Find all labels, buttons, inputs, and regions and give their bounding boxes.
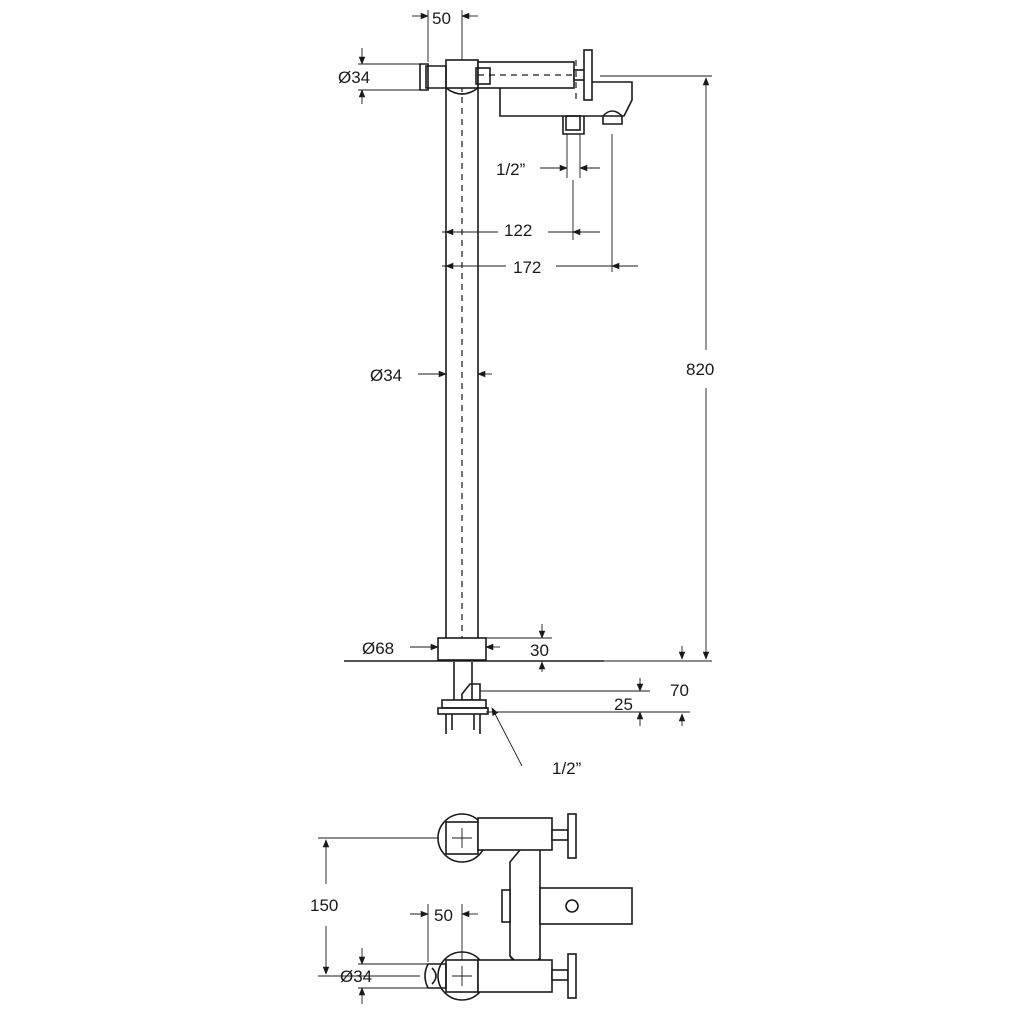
dim-offset-172-label: 172 [513,258,541,277]
dim-base-height: 30 [486,624,552,672]
dim-top-diameter-label: Ø34 [338,68,370,87]
below-floor-fitting [437,662,489,734]
dim-height-820: 820 [600,75,714,662]
dim-top-width-label: 50 [432,9,451,28]
vertical-pipe [445,64,479,640]
dim-inlet-top: 1/2” [496,134,600,179]
dim-offset-122: 122 [442,180,600,240]
dim-pipe-diameter-label: Ø34 [370,366,402,385]
dim-plan-diameter: Ø34 [340,948,430,1004]
dim-offset-172: 172 [442,134,638,277]
dim-top-diameter: Ø34 [338,48,420,104]
dim-inlet-bottom: 1/2” [491,707,582,778]
dim-below-25-label: 25 [614,695,633,714]
plan-bottom-fitting [424,951,577,1001]
dim-base-height-label: 30 [530,641,549,660]
dim-below-70-label: 70 [670,681,689,700]
dim-base-diameter-label: Ø68 [362,639,394,658]
dim-height-820-label: 820 [686,360,714,379]
dim-base-diameter: Ø68 [362,639,500,658]
dim-plan-spacing-label: 150 [310,896,338,915]
dim-inlet-top-label: 1/2” [496,160,526,179]
dim-plan-spacing: 150 [310,837,438,977]
dim-inlet-bottom-label: 1/2” [552,759,582,778]
dim-plan-width: 50 [410,904,478,962]
dim-plan-width-label: 50 [434,906,453,925]
plan-view: 150 50 Ø34 [310,813,633,1004]
top-fitting [419,49,633,135]
dim-pipe-diameter: Ø34 [370,366,492,385]
dim-plan-diameter-label: Ø34 [340,967,372,986]
dim-top-width: 50 [412,9,478,62]
dim-offset-122-label: 122 [504,221,532,240]
elevation-view: 50 Ø34 1/2” 122 [338,9,714,778]
plan-top-fitting [437,813,577,863]
plan-body [501,849,633,974]
dim-below-floor: 25 70 [480,646,690,726]
